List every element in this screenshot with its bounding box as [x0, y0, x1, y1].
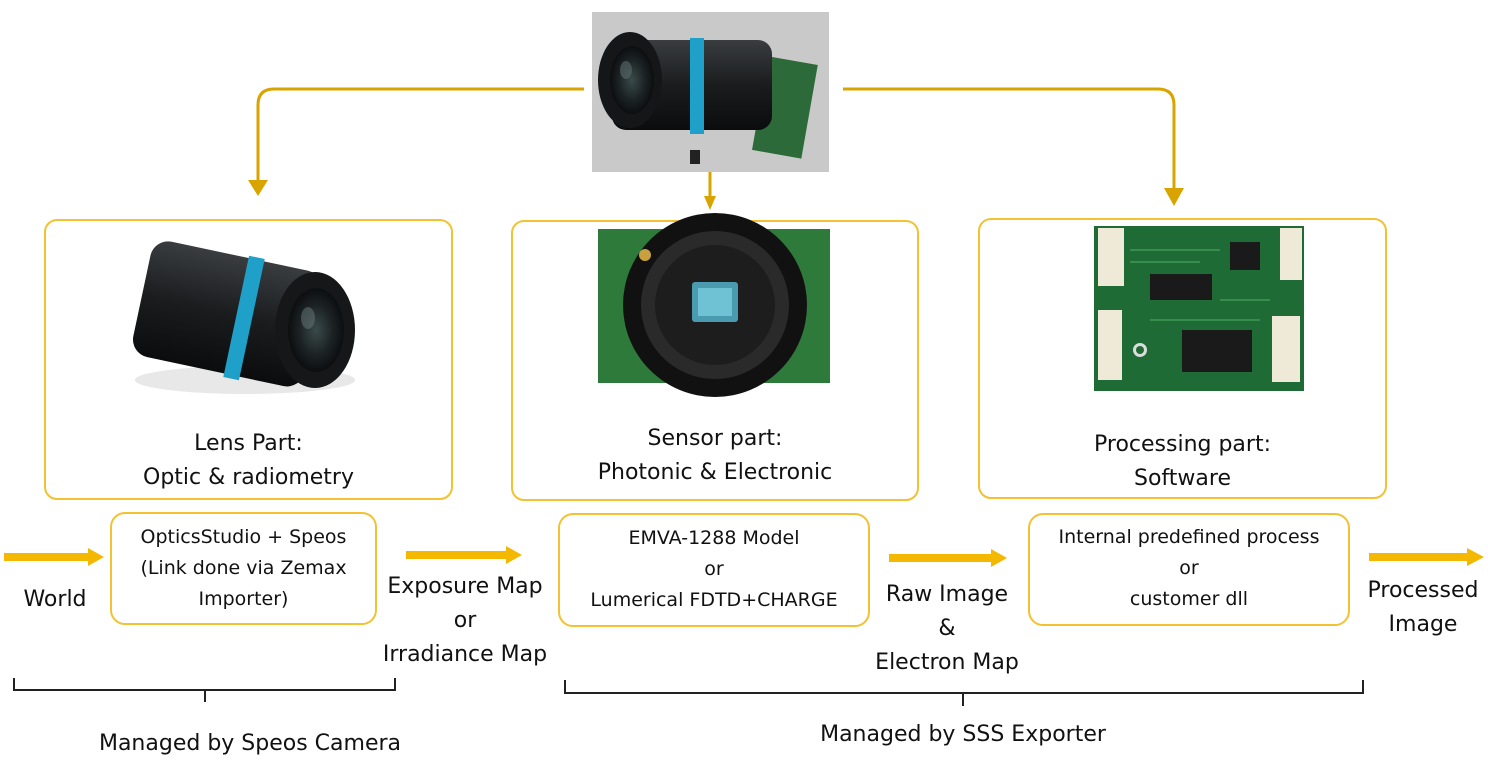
speos-brace — [13, 678, 396, 702]
software-process-line2: or — [1179, 557, 1199, 579]
processing-part-box — [978, 218, 1387, 499]
top-arrowheads — [248, 180, 1184, 210]
raw-line1: Raw Image — [885, 582, 1009, 607]
top-camera-photo — [592, 12, 829, 172]
image-sensor-photo — [598, 213, 830, 397]
exposure-map-label: Exposure Map or Irradiance Map — [370, 570, 560, 672]
sensor-part-subtitle: Photonic & Electronic — [597, 460, 833, 485]
processing-part-label: Processing part: Software — [979, 428, 1386, 496]
sensor-process-line3: Lumerical FDTD+CHARGE — [590, 589, 838, 611]
exposure-line2: or — [453, 608, 477, 633]
sensor-process-line2: or — [704, 558, 724, 580]
optics-process-box — [110, 512, 377, 625]
sss-brace-label: Managed by SSS Exporter — [820, 722, 1106, 747]
processed-line1: Processed — [1367, 578, 1479, 603]
lens-part-box — [44, 219, 453, 500]
lens-part-subtitle: Optic & radiometry — [143, 465, 354, 490]
flow-arrows — [4, 546, 1484, 567]
optics-process-text: OpticsStudio + Speos (Link done via Zema… — [111, 522, 376, 615]
exposure-line1: Exposure Map — [387, 574, 543, 599]
raw-line3: Electron Map — [875, 650, 1019, 675]
processed-image-label: Processed Image — [1360, 574, 1486, 642]
processing-part-subtitle: Software — [1134, 466, 1231, 491]
software-process-line3: customer dll — [1129, 588, 1249, 610]
sensor-part-title: Sensor part: — [647, 426, 783, 451]
camera-lens-photo — [133, 241, 355, 394]
world-label: World — [23, 587, 87, 612]
circuit-board-photo — [1094, 226, 1304, 391]
software-process-text: Internal predefined process or customer … — [1029, 522, 1349, 615]
speos-brace-label: Managed by Speos Camera — [98, 731, 402, 756]
optics-process-line1: OpticsStudio + Speos — [140, 526, 347, 548]
optics-process-line2: (Link done via Zemax — [140, 557, 347, 579]
sensor-process-line1: EMVA-1288 Model — [628, 527, 800, 549]
software-process-line1: Internal predefined process — [1058, 526, 1320, 548]
sensor-process-box — [558, 513, 870, 627]
raw-line2: & — [938, 616, 956, 641]
lens-part-title: Lens Part: — [194, 431, 303, 456]
sensor-process-text: EMVA-1288 Model or Lumerical FDTD+CHARGE — [559, 523, 869, 616]
software-process-box — [1028, 513, 1350, 626]
lens-part-label: Lens Part: Optic & radiometry — [45, 427, 452, 495]
optics-process-line3: Importer) — [198, 588, 289, 610]
top-arrows — [256, 87, 1176, 198]
processed-line2: Image — [1388, 612, 1458, 637]
raw-image-label: Raw Image & Electron Map — [852, 578, 1042, 680]
exposure-line3: Irradiance Map — [382, 642, 548, 667]
sss-brace — [564, 680, 1364, 706]
processing-part-title: Processing part: — [1094, 432, 1271, 457]
sensor-part-label: Sensor part: Photonic & Electronic — [512, 422, 918, 490]
